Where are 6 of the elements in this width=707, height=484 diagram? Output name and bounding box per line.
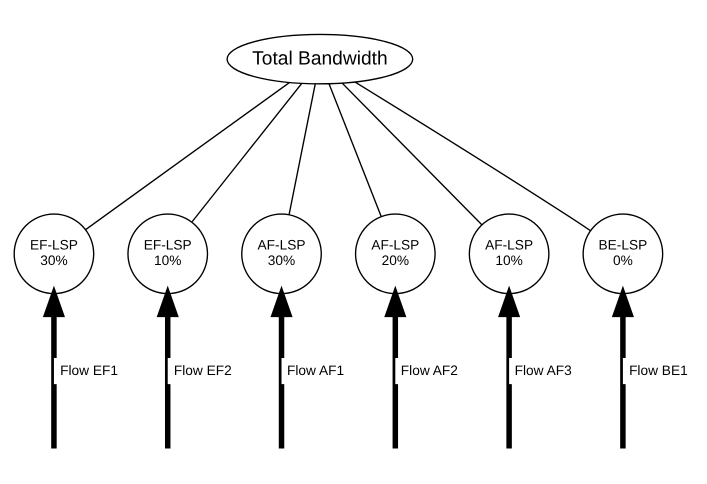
edge-label: Flow BE1 xyxy=(629,363,688,378)
edge-label: Flow AF2 xyxy=(400,363,458,378)
edge-label: Flow EF2 xyxy=(174,363,232,378)
edge-label: Flow AF1 xyxy=(287,363,344,378)
edge-label: Flow EF1 xyxy=(60,363,118,378)
edge-label: Flow AF3 xyxy=(514,363,572,378)
